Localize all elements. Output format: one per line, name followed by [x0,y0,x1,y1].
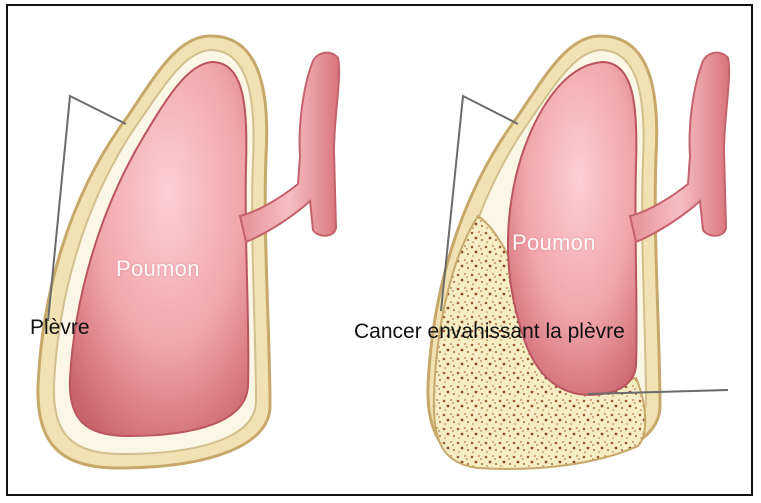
figure-frame: Poumon Plèvre Poumon Cancer envahissant … [6,4,753,496]
left-lung-body [70,62,249,436]
right-caption-label: Cancer envahissant la plèvre [354,320,625,344]
lungs-illustration [8,6,753,496]
left-lung-label: Poumon [116,256,200,282]
left-pleura-label: Plèvre [30,316,90,340]
right-lung-label: Poumon [512,230,596,256]
left-lung-group [38,36,339,468]
